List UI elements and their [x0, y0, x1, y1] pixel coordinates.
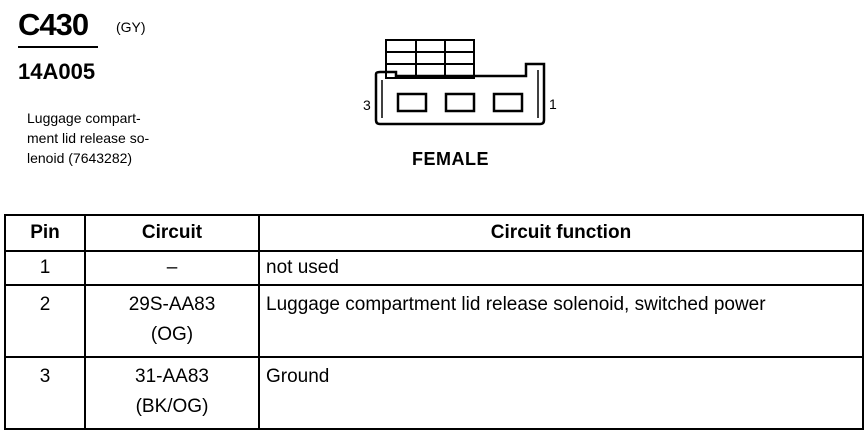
- connector-id: C430: [18, 7, 89, 42]
- part-number: 14A005: [18, 59, 96, 84]
- pin-cell: 1: [4, 250, 86, 286]
- connector-header: C430 (GY) 14A005: [18, 7, 146, 84]
- header-circuit-function: Circuit function: [258, 214, 864, 252]
- circuit-cell: 31-AA83 (BK/OG): [84, 356, 260, 430]
- circuit-code: –: [166, 257, 178, 278]
- component-description: Luggage compart- ment lid release so- le…: [27, 108, 197, 168]
- function-cell: Luggage compartment lid release solenoid…: [258, 284, 864, 358]
- cavity-2: [444, 92, 476, 113]
- header-divider: [18, 46, 98, 48]
- connector-drawing: [374, 39, 546, 126]
- cavity-1: [492, 92, 524, 113]
- circuit-code: 31-AA83: [135, 366, 209, 387]
- table-header-row: Pin Circuit Circuit function: [4, 214, 864, 252]
- function-cell: not used: [258, 250, 864, 286]
- pin-cell: 3: [4, 356, 86, 430]
- table-row: 3 31-AA83 (BK/OG) Ground: [4, 356, 864, 430]
- pin-cell: 2: [4, 284, 86, 358]
- circuit-wire-color: (OG): [150, 324, 194, 345]
- connector-face-diagram: 3 1: [360, 38, 560, 128]
- pin-label-left: 3: [363, 97, 371, 113]
- function-cell: Ground: [258, 356, 864, 430]
- circuit-wire-color: (BK/OG): [135, 396, 209, 417]
- table-row: 2 29S-AA83 (OG) Luggage compartment lid …: [4, 284, 864, 358]
- pin-label-right: 1: [549, 96, 557, 112]
- header-pin: Pin: [4, 214, 86, 252]
- connector-color: (GY): [116, 19, 146, 35]
- cavity-3: [396, 92, 428, 113]
- circuit-cell: –: [84, 250, 260, 286]
- pinout-table: Pin Circuit Circuit function 1 – not use…: [4, 214, 864, 430]
- connector-gender: FEMALE: [412, 149, 489, 169]
- connector-housing: [374, 62, 546, 126]
- circuit-cell: 29S-AA83 (OG): [84, 284, 260, 358]
- description-text: Luggage compart- ment lid release so- le…: [27, 110, 150, 166]
- header-circuit: Circuit: [84, 214, 260, 252]
- table-row: 1 – not used: [4, 250, 864, 286]
- circuit-code: 29S-AA83: [128, 294, 216, 315]
- locking-tab: [385, 39, 475, 79]
